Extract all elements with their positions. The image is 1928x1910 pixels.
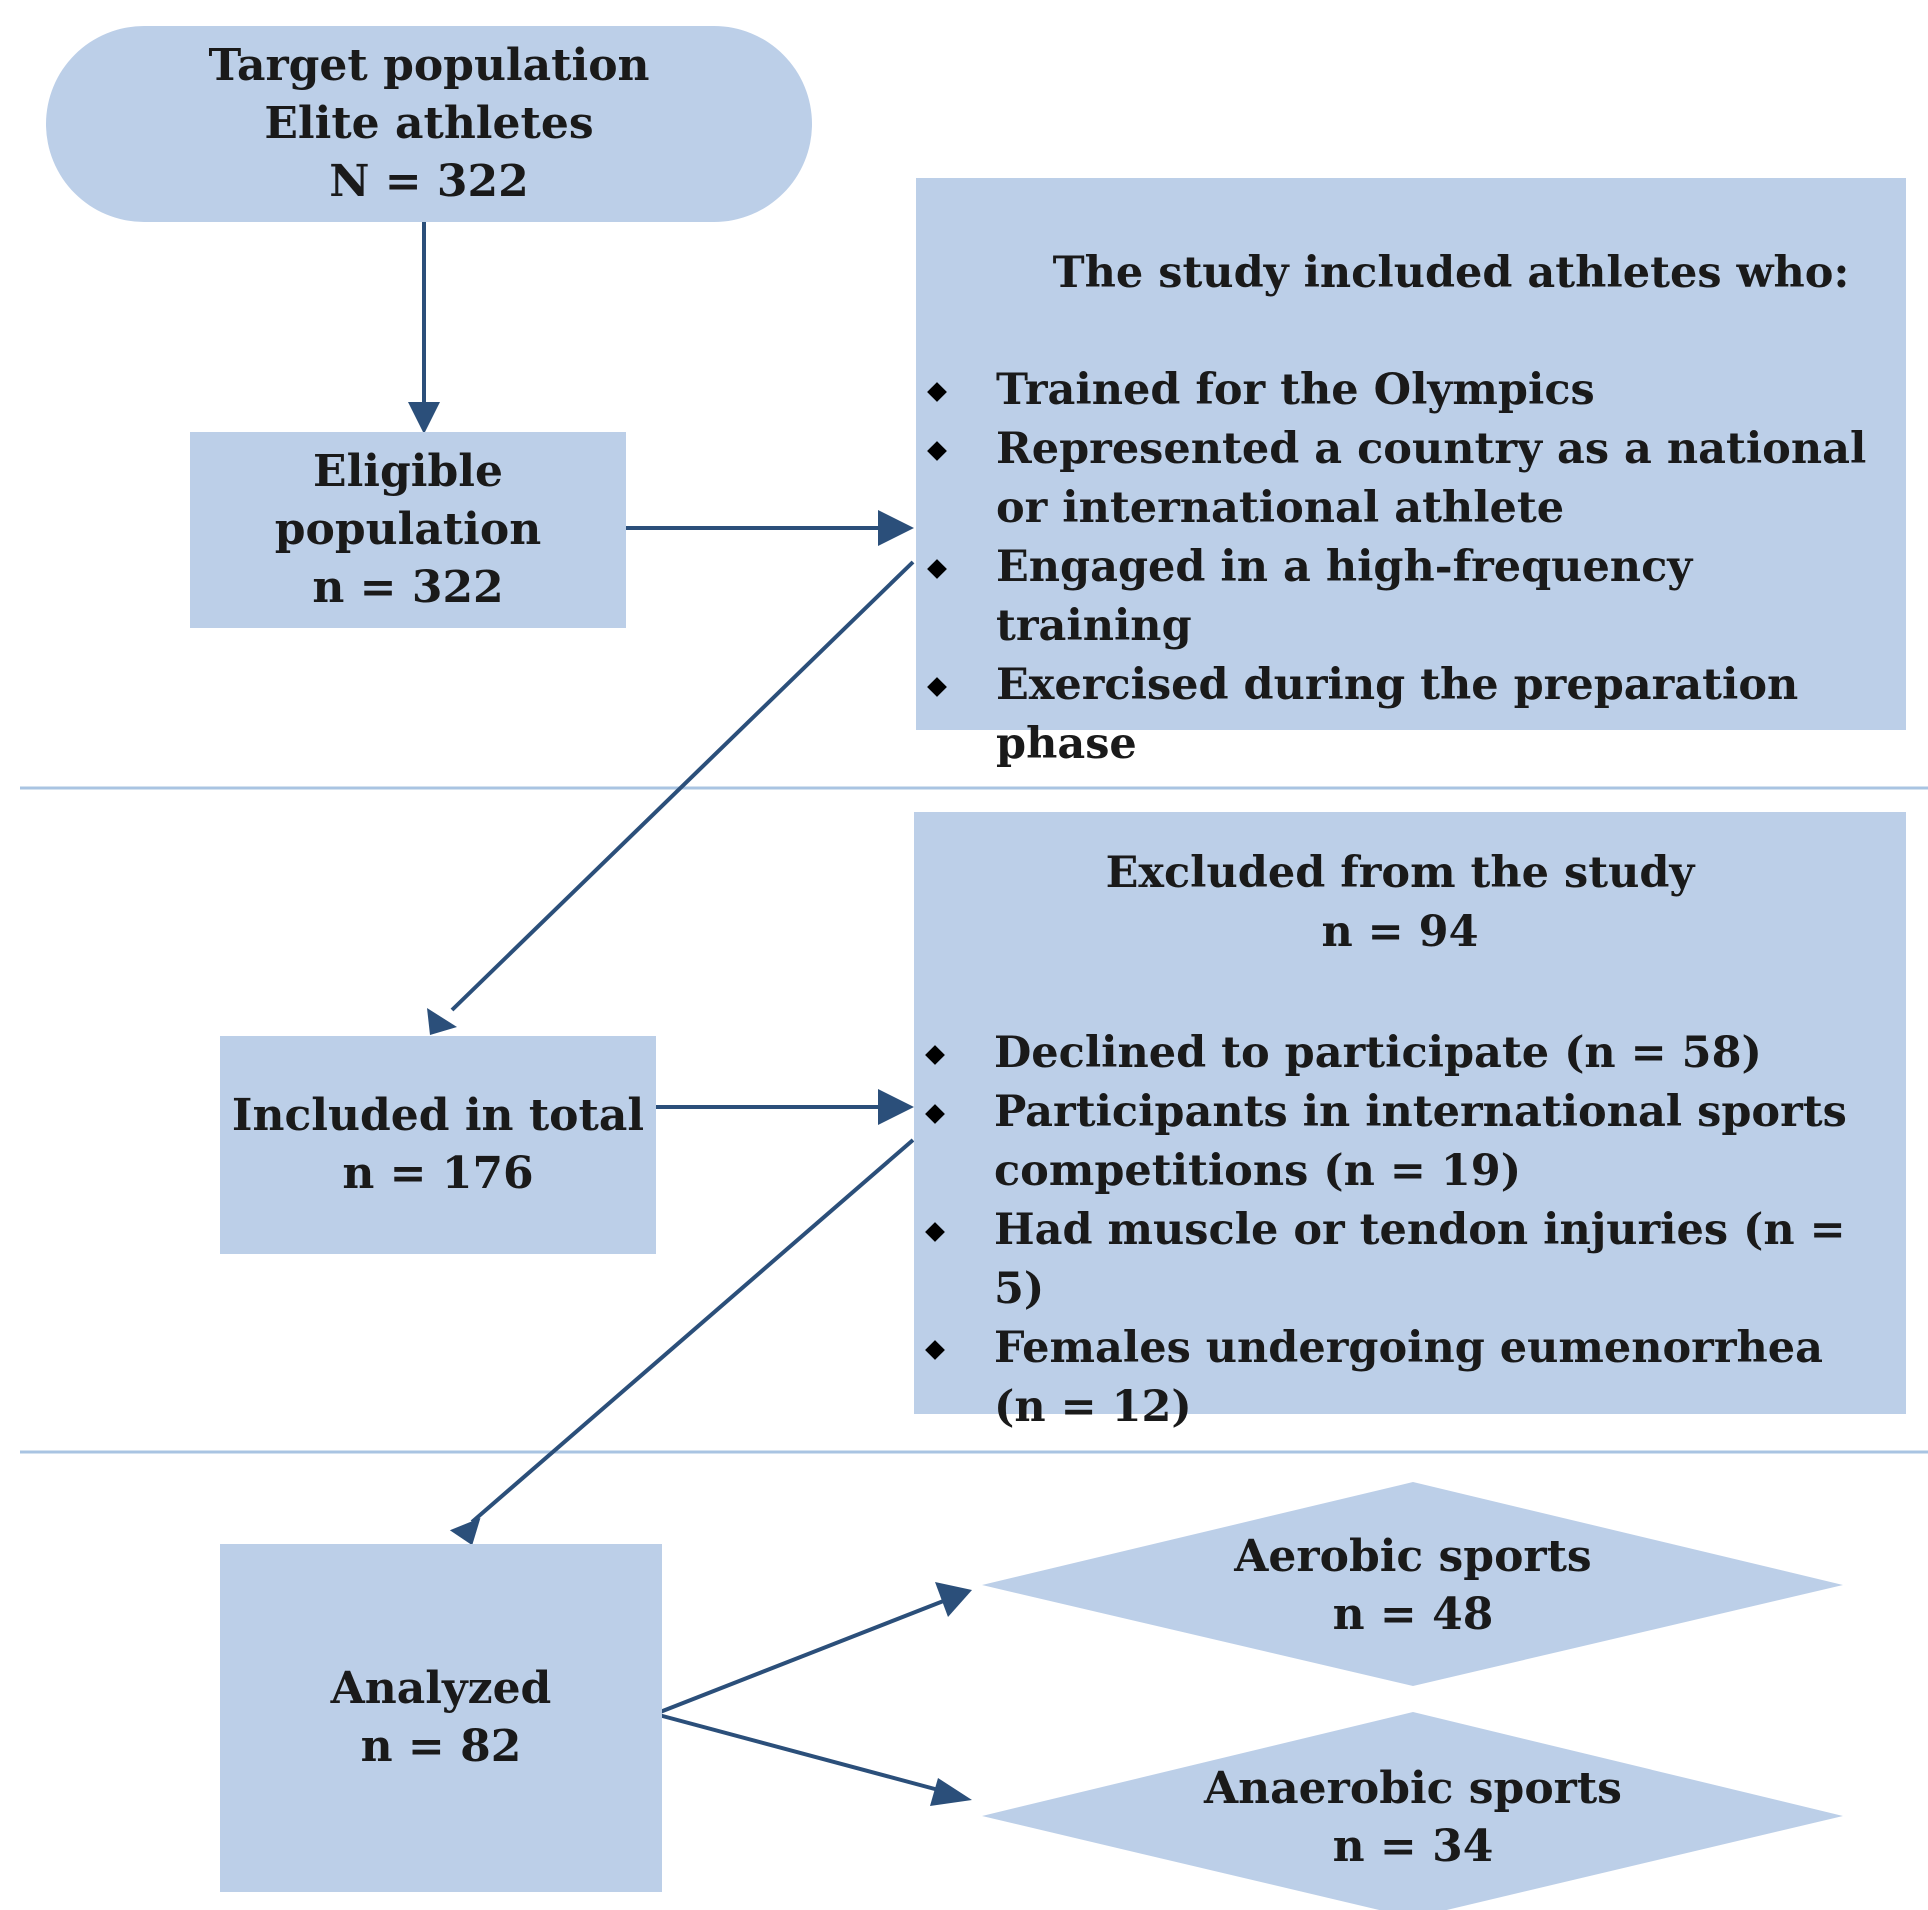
arrowhead-aerobic <box>935 1582 972 1617</box>
bullet-icon <box>927 382 947 402</box>
arrowhead-included <box>427 1008 457 1035</box>
included-total-label: Included in total <box>231 1090 645 1141</box>
exclusion-count: n = 94 <box>1321 907 1479 957</box>
target-population-subtitle: Elite athletes <box>264 98 594 149</box>
bullet-icon <box>925 1104 945 1124</box>
eligible-population-label-2: population <box>274 504 542 555</box>
exclusion-reason: Females undergoing eumenorrhea (n = 12) <box>914 1319 1886 1437</box>
exclusion-reason: Participants in international sports com… <box>914 1083 1886 1201</box>
aerobic-sports-label-group: Aerobic sports n = 48 <box>1113 1528 1713 1644</box>
bullet-icon <box>927 441 947 461</box>
analyzed-label: Analyzed <box>330 1663 552 1714</box>
exclusion-panel: Excluded from the study n = 94 Declined … <box>914 812 1906 1432</box>
inclusion-criterion: Exercised during the preparation phase <box>916 656 1886 774</box>
included-total-count: n = 176 <box>342 1148 534 1199</box>
bullet-icon <box>925 1045 945 1065</box>
eligible-population-node: Eligible population n = 322 <box>190 432 626 628</box>
anaerobic-sports-count: n = 34 <box>1332 1821 1494 1872</box>
exclusion-reason: Had muscle or tendon injuries (n = 5) <box>914 1201 1886 1319</box>
inclusion-criteria-list: Trained for the Olympics Represented a c… <box>916 361 1886 774</box>
analyzed-count: n = 82 <box>360 1721 522 1772</box>
bullet-icon <box>925 1222 945 1242</box>
inclusion-criterion: Engaged in a high-frequency training <box>916 538 1886 656</box>
target-population-node: Target population Elite athletes N = 322 <box>46 26 812 222</box>
arrow-analyzed-to-anaerobic <box>654 1712 947 1794</box>
included-total-node: Included in total n = 176 <box>220 1036 656 1254</box>
exclusion-reason: Declined to participate (n = 58) <box>914 1024 1886 1083</box>
bullet-icon <box>927 677 947 697</box>
arrowhead-anaerobic <box>930 1778 972 1806</box>
arrow-criteria-to-included <box>450 560 915 1012</box>
inclusion-criteria-title: The study included athletes who: <box>1052 248 1850 298</box>
arrow-analyzed-to-aerobic <box>654 1598 947 1716</box>
eligible-population-label: Eligible <box>313 446 503 497</box>
inclusion-criterion: Represented a country as a national or i… <box>916 420 1886 538</box>
arrowhead-excluded <box>878 1089 914 1125</box>
aerobic-sports-label: Aerobic sports <box>1234 1531 1592 1582</box>
inclusion-criteria-panel: The study included athletes who: Trained… <box>916 178 1906 769</box>
target-population-label: Target population <box>208 40 650 91</box>
anaerobic-sports-label: Anaerobic sports <box>1204 1763 1622 1814</box>
arrowhead-eligible <box>408 402 440 434</box>
aerobic-sports-count: n = 48 <box>1332 1589 1494 1640</box>
bullet-icon <box>927 559 947 579</box>
anaerobic-sports-label-group: Anaerobic sports n = 34 <box>1113 1760 1713 1876</box>
eligible-population-count: n = 322 <box>312 562 504 613</box>
target-population-count: N = 322 <box>329 156 529 207</box>
arrowhead-criteria <box>878 510 914 546</box>
exclusion-title: Excluded from the study <box>1105 848 1695 898</box>
analyzed-node: Analyzed n = 82 <box>220 1544 662 1892</box>
bullet-icon <box>925 1340 945 1360</box>
inclusion-criterion: Trained for the Olympics <box>916 361 1886 420</box>
exclusion-reason-list: Declined to participate (n = 58) Partici… <box>914 1024 1886 1437</box>
